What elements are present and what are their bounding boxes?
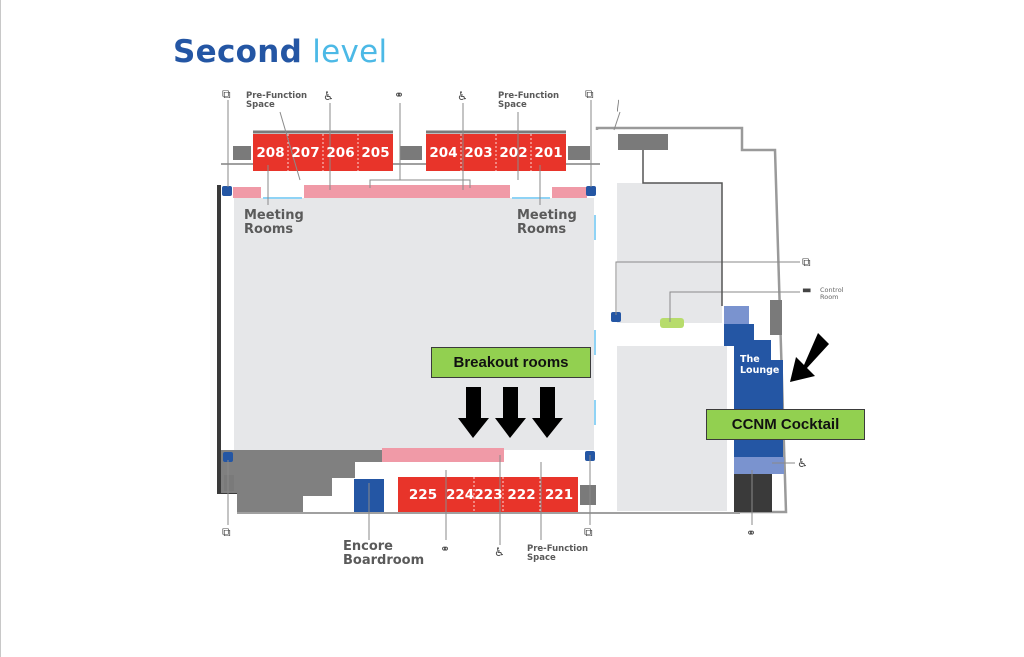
elevator-icon: ⧉ (222, 525, 231, 539)
ballroom-area (234, 198, 594, 450)
prefunction-top-center (304, 185, 510, 198)
breakout-rooms-callout: Breakout rooms (431, 347, 591, 378)
restroom-icon: ⚭ (440, 542, 451, 556)
accessible-restroom-icon: ♿ (494, 545, 505, 559)
east-wing-outline (595, 126, 788, 514)
room-208: 208 (256, 145, 285, 161)
room-207: 207 (291, 145, 320, 161)
elevator-icon: ⧉ (802, 255, 811, 269)
control-room-highlight (660, 318, 684, 328)
elevator-icon: ⧉ (584, 525, 593, 539)
title-bold: Second (173, 34, 303, 70)
west-wall (217, 185, 221, 493)
title-light: level (312, 34, 388, 70)
arrow-down-icon (532, 387, 563, 438)
elevator-icon: ⧉ (222, 87, 231, 101)
control-room-icon: ▬ (802, 285, 812, 296)
lounge-upper (724, 306, 749, 324)
restroom-icon: ⚭ (394, 88, 405, 102)
ccnm-cocktail-callout: CCNM Cocktail (706, 409, 865, 440)
lounge-restrooms (734, 457, 784, 474)
room-203: 203 (464, 145, 493, 161)
leader-lines (227, 100, 800, 545)
restroom-icon: ⚭ (746, 526, 757, 540)
meeting-rooms-bottom (398, 477, 578, 512)
room-224: 224 (446, 487, 475, 503)
service-area (221, 450, 382, 512)
room-201: 201 (534, 145, 563, 161)
prefunction-bottom (382, 448, 504, 462)
breakout-arrows (458, 387, 563, 438)
east-corridor-wall (642, 150, 723, 306)
accessible-restroom-icon: ♿ (797, 456, 808, 470)
page-edge (0, 0, 1, 657)
meeting-rooms-top-left (253, 134, 393, 171)
room-206: 206 (326, 145, 355, 161)
page-title: Second level (173, 34, 387, 70)
prefunction-top-right (552, 187, 587, 198)
arrow-diagonal-icon (790, 333, 829, 382)
room-221: 221 (544, 487, 574, 503)
room-202: 202 (499, 145, 528, 161)
room-223: 223 (474, 487, 503, 503)
room-225: 225 (408, 487, 438, 503)
room-204: 204 (429, 145, 458, 161)
prefunction-top-left (233, 187, 261, 198)
arrow-down-icon (495, 387, 526, 438)
room-222: 222 (507, 487, 536, 503)
room-205: 205 (361, 145, 390, 161)
lounge-service (734, 474, 772, 512)
accessible-restroom-icon: ♿ (457, 89, 468, 103)
accessible-restroom-icon: ♿ (323, 89, 334, 103)
elevator-icon: ⧉ (585, 87, 594, 101)
arrow-down-icon (458, 387, 489, 438)
elevator-markers (222, 186, 621, 462)
meeting-rooms-top-right (426, 134, 566, 171)
